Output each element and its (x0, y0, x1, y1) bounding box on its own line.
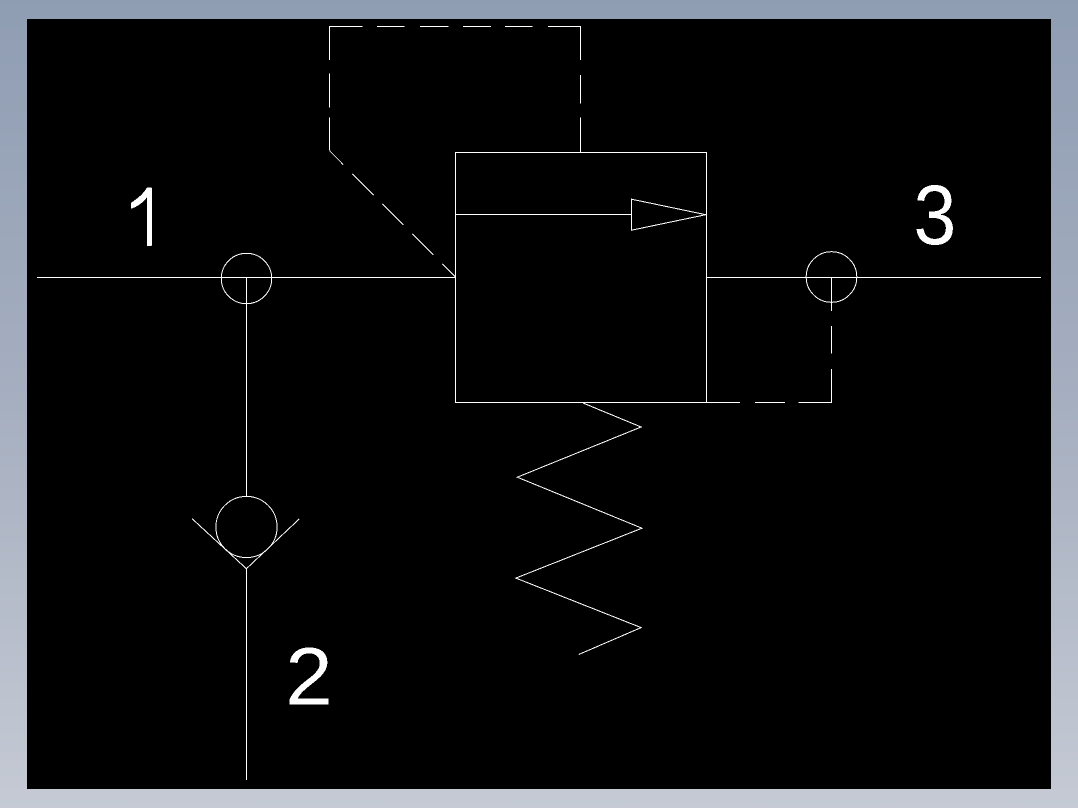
svg-text:3: 3 (914, 168, 957, 262)
svg-text:2: 2 (285, 632, 332, 723)
